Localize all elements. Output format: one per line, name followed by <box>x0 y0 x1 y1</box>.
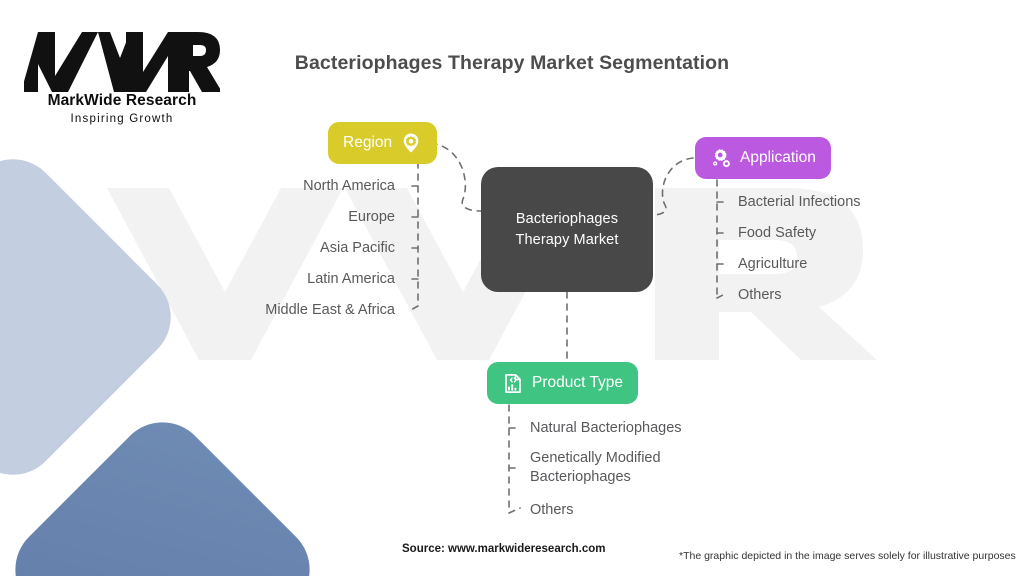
page-title: Bacteriophages Therapy Market Segmentati… <box>294 52 730 74</box>
ticks-region <box>407 185 419 280</box>
branch-label-application: Application <box>740 149 816 166</box>
branch-badge-product-type[interactable]: Product Type <box>487 362 639 404</box>
gears-icon <box>710 147 732 169</box>
central-node-line1: Bacteriophages <box>515 210 619 227</box>
brand-name: MarkWide Research <box>47 92 197 109</box>
leaf-product-0: Natural Bacteriophages <box>530 420 682 436</box>
central-node-label: Bacteriophages Therapy Market <box>516 209 619 250</box>
tick-application-last <box>716 292 728 299</box>
leaf-region-1: Europe <box>348 209 395 225</box>
tick-product-last <box>508 507 521 514</box>
connector-region-center <box>430 142 482 212</box>
location-pin-gear-icon <box>400 132 422 154</box>
leaf-application-2: Agriculture <box>738 256 808 272</box>
ticks-product <box>508 427 522 469</box>
central-node: Bacteriophages Therapy Market <box>481 167 653 292</box>
brand-logo: MarkWide Research Inspiring Growth <box>24 26 220 131</box>
connector-application-center <box>652 157 694 216</box>
tick-region-last <box>408 305 419 312</box>
leaf-application-1: Food Safety <box>738 225 817 241</box>
leaf-region-3: Latin America <box>307 271 395 287</box>
brand-tagline: Inspiring Growth <box>70 113 174 125</box>
disclaimer-label: *The graphic depicted in the image serve… <box>679 550 1016 562</box>
leaf-application-3: Others <box>738 287 782 303</box>
leaf-product-1: Genetically Modified Bacteriophages <box>530 450 661 485</box>
leaf-region-2: Asia Pacific <box>320 240 395 256</box>
branch-badge-region[interactable]: Region <box>328 122 438 164</box>
decorative-square-light <box>0 140 190 494</box>
logo-mark-icon <box>24 32 220 92</box>
branch-badge-application[interactable]: Application <box>695 137 831 179</box>
branch-label-region: Region <box>343 134 393 151</box>
document-chart-code-icon <box>502 372 524 394</box>
leaf-product-2: Others <box>530 502 574 518</box>
decorative-square-dark <box>0 403 329 576</box>
leaf-application-0: Bacterial Infections <box>738 194 861 210</box>
ticks-application <box>716 201 729 265</box>
leaf-region-0: North America <box>303 178 395 194</box>
branch-label-product-type: Product Type <box>532 374 624 391</box>
central-node-line2: Therapy Market <box>515 231 619 248</box>
leaf-region-4: Middle East & Africa <box>265 302 395 318</box>
source-label: Source: www.markwideresearch.com <box>402 543 606 555</box>
